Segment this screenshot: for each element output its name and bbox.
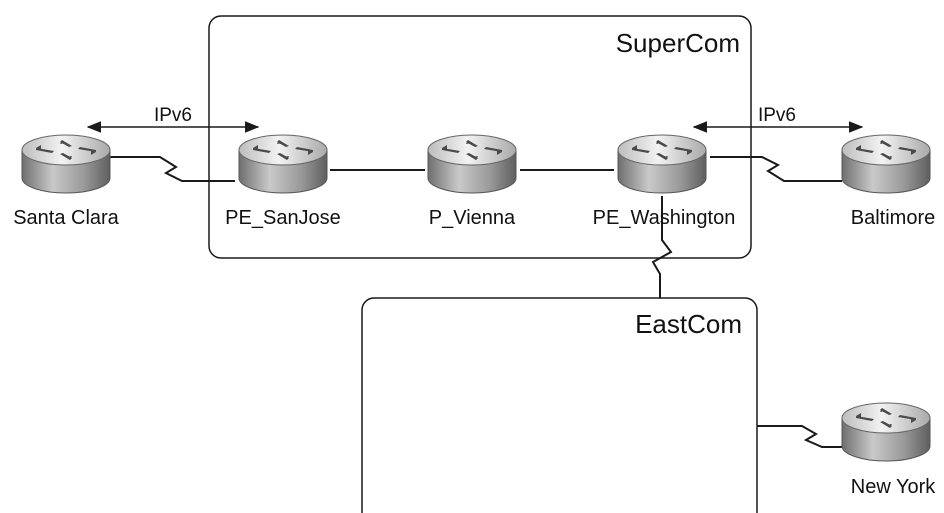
domain-label-supercom: SuperCom: [616, 28, 740, 58]
router-icon: [238, 134, 328, 194]
router-label-pe-washington: PE_Washington: [593, 207, 736, 229]
eastcom-domain-box: [361, 297, 758, 513]
router-pe-sanjose: [238, 134, 328, 194]
router-santa-clara: [21, 134, 111, 194]
router-icon: [841, 134, 931, 194]
ipv6-label-east: IPv6: [758, 105, 796, 126]
router-p-vienna: [427, 134, 517, 194]
serial-link-santaclara-sanjose: [110, 156, 235, 182]
ipv6-label-west: IPv6: [154, 105, 192, 126]
router-pe-washington: [617, 134, 707, 194]
router-new-york: [841, 402, 931, 462]
router-icon: [21, 134, 111, 194]
router-baltimore: [841, 134, 931, 194]
domain-label-eastcom: EastCom: [635, 309, 742, 339]
router-icon: [617, 134, 707, 194]
router-label-new-york: New York: [851, 476, 936, 498]
router-label-baltimore: Baltimore: [851, 207, 935, 229]
serial-link-washington-baltimore: [710, 156, 842, 182]
serial-link-washington-eastcom: [651, 196, 673, 298]
router-label-pe-sanjose: PE_SanJose: [225, 207, 341, 229]
router-icon: [841, 402, 931, 462]
router-label-p-vienna: P_Vienna: [429, 207, 516, 229]
router-icon: [427, 134, 517, 194]
supercom-domain-box: [208, 15, 752, 259]
router-label-santa-clara: Santa Clara: [13, 207, 119, 229]
serial-link-eastcom-newyork: [757, 425, 844, 448]
